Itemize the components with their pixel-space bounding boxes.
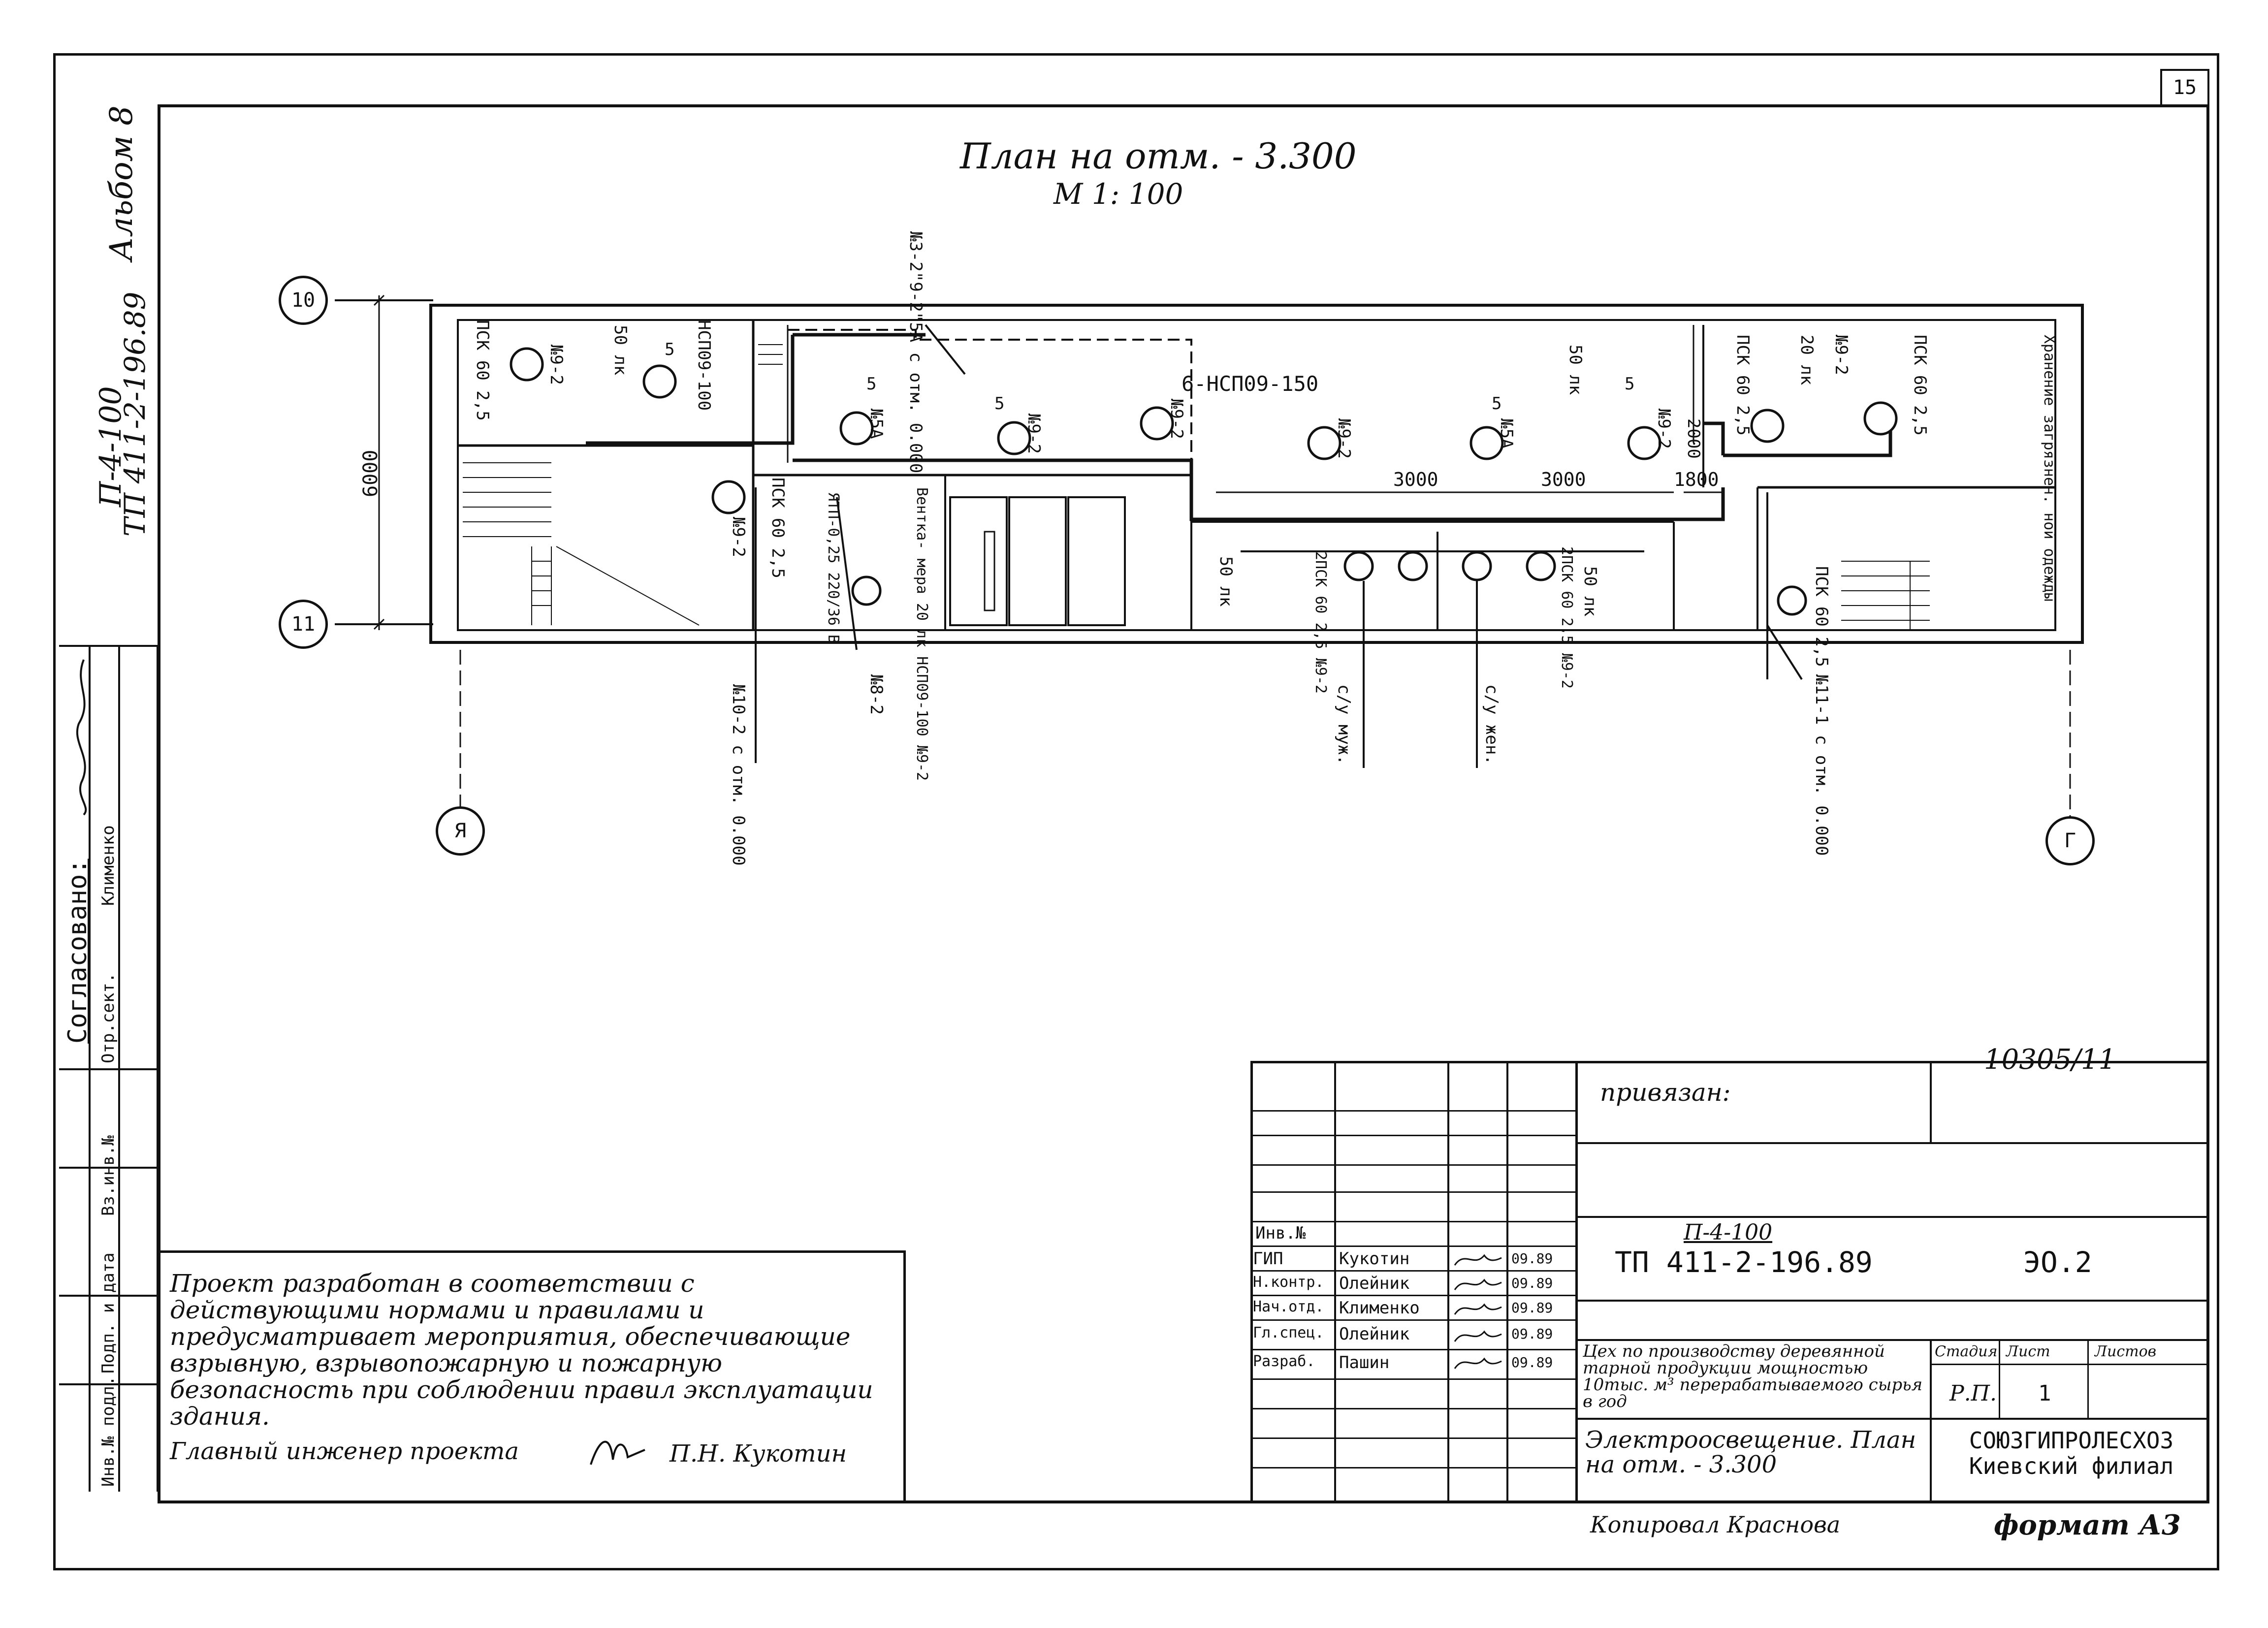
lbl-2psk: 2ПСК 60 2,5 №9-2 [1312,551,1329,694]
archive-number: 10305/11 [1984,1044,2116,1076]
margin-signature [76,659,87,816]
tb-lists-label: Листов [2095,1343,2157,1360]
lbl-cu-zh: с/у жен. [1482,684,1501,765]
tb-code-top: П-4-100 [1684,1220,1773,1245]
tb-name-1: Олейник [1339,1274,1410,1293]
riser-top-label: №3-2"9-2"5А с отм. 0.000 [906,231,926,474]
plan-title: План на отм. - 3.300 [960,135,1357,177]
dim-3000b: 3000 [1541,469,1586,490]
lbl-vent: Вентка- мера 20 лк НСП09-100 №9-2 [913,487,930,781]
lbl-n92-left: №9-2 [546,345,566,385]
main-line-label: 6-НСП09-150 [1182,372,1319,396]
note-signature-label: Главный инженер проекта [170,1437,519,1465]
tb-sheet-code: ЭО.2 [2023,1245,2092,1279]
lbl-2psk-b: 2ПСК 60 2,5 №9-2 [1558,546,1575,689]
lbl-5b: 5 [866,374,877,394]
lbl-50lk-d: 50 лк [1580,566,1600,617]
title-block [1250,1061,2209,1503]
tb-name-3: Олейник [1339,1324,1410,1344]
copied-by: Копировал Краснова [1590,1511,1841,1538]
tb-drawing-title: Электроосвещение. План на отм. - 3.300 [1585,1426,1917,1478]
plan-scale: М 1: 100 [1054,177,1183,211]
tb-description: Цех по производству деревянной тарной пр… [1583,1341,1923,1411]
dim-3000a: 3000 [1393,469,1438,490]
sheet-number: 15 [2172,76,2197,99]
tb-date-0: 09.89 [1511,1250,1553,1267]
lbl-n92-stairs: №9-2 [729,517,748,557]
tb-date-2: 09.89 [1511,1300,1553,1316]
tb-date-3: 09.89 [1511,1326,1553,1342]
tb-role-2: Нач.отд. [1253,1298,1324,1315]
format-label: формат А3 [1994,1509,2181,1541]
tb-role-1: Н.контр. [1253,1274,1324,1291]
tb-role-0: ГИП [1253,1249,1283,1269]
lbl-n11: №11-1 с отм. 0.000 [1812,674,1831,856]
axis-ya-label: Я [454,820,467,842]
note-text: Проект разработан в соответствии с дейст… [170,1269,873,1431]
lbl-n5a: №5А [866,409,886,439]
axis-11-marker: 11 [279,600,328,649]
tb-code: ТП 411-2-196.89 [1615,1245,1873,1279]
lbl-n10: №10-2 с отм. 0.000 [729,684,748,866]
lbl-psk-stairs: ПСК 60 2,5 [768,478,788,578]
tb-role-3: Гл.спец. [1253,1324,1324,1341]
lbl-n92-right: №9-2 [1831,335,1851,375]
lbl-cu-m: с/у муж. [1334,684,1354,765]
lbl-20lk: 20 лк [1797,335,1817,385]
lbl-psk-rb: ПСК 60 2,5 [1812,566,1831,667]
title-block-signatures [1454,1254,1502,1369]
tb-name-2: Клименко [1339,1298,1420,1318]
lbl-n92-d: №9-2 [1654,409,1674,449]
lbl-zhranenie: Хранение загрязнен. ной одежды [2041,335,2058,602]
tb-date-1: 09.89 [1511,1275,1553,1291]
inv-label: Инв.№ [1255,1223,1306,1243]
axis-ya-marker: Я [436,806,485,856]
lbl-n92-c: №9-2 [1334,418,1354,459]
lbl-n82: №8-2 [866,674,886,715]
lbl-5a: 5 [665,340,675,359]
tb-list: 1 [2038,1381,2051,1406]
lbl-nsp-100: НСП09-100 [694,320,714,411]
tb-stage-label: Стадия [1935,1343,1998,1360]
tb-name-4: Пашин [1339,1353,1390,1373]
dim-1800: 1800 [1674,469,1719,490]
lbl-psk-left: ПСК 60 2,5 [473,320,492,421]
lbl-5d: 5 [1492,394,1502,414]
tb-list-label: Лист [2006,1343,2050,1360]
lbl-n92-a: №9-2 [1024,414,1044,454]
lbl-n92-b: №9-2 [1167,399,1186,439]
lbl-50lk-left: 50 лк [610,325,630,376]
dim-6000: 6000 [359,449,382,497]
left-stamp-table [59,645,159,1492]
privyazan-label: привязан: [1600,1078,1731,1107]
inner-frame [158,104,2209,1503]
lbl-50lk-c: 50 лк [1216,556,1236,607]
outer-frame [53,53,2219,1570]
sheet-number-box: 15 [2160,69,2209,104]
note-box [158,1250,906,1503]
lbl-5e: 5 [1625,374,1635,394]
axis-11-label: 11 [291,613,316,636]
lbl-psk-right2: ПСК 60 2,5 [1910,335,1930,436]
tb-org: СОЮЗГИПРОЛЕСХОЗ Киевский филиал [1969,1427,2174,1479]
lbl-50lk-mid: 50 лк [1565,345,1585,395]
gip-signature [590,1440,645,1465]
axis-g-marker: Г [2045,816,2095,865]
note-signature-name: П.Н. Кукотин [670,1440,847,1468]
lbl-5c: 5 [994,394,1005,414]
tb-date-4: 09.89 [1511,1354,1553,1371]
dim-2000: 2000 [1684,418,1703,459]
lbl-psk-right: ПСК 60 2,5 [1733,335,1753,436]
lbl-n5a-b: №5А [1497,418,1516,449]
tb-role-4: Разраб. [1253,1353,1315,1370]
axis-10-marker: 10 [279,276,328,325]
tb-stage: Р.П. [1949,1381,1997,1406]
axis-10-label: 10 [291,289,316,312]
tb-name-0: Кукотин [1339,1249,1410,1269]
axis-g-label: Г [2064,830,2076,852]
lbl-yato: ЯТП-0,25 220/36 В [825,492,842,644]
